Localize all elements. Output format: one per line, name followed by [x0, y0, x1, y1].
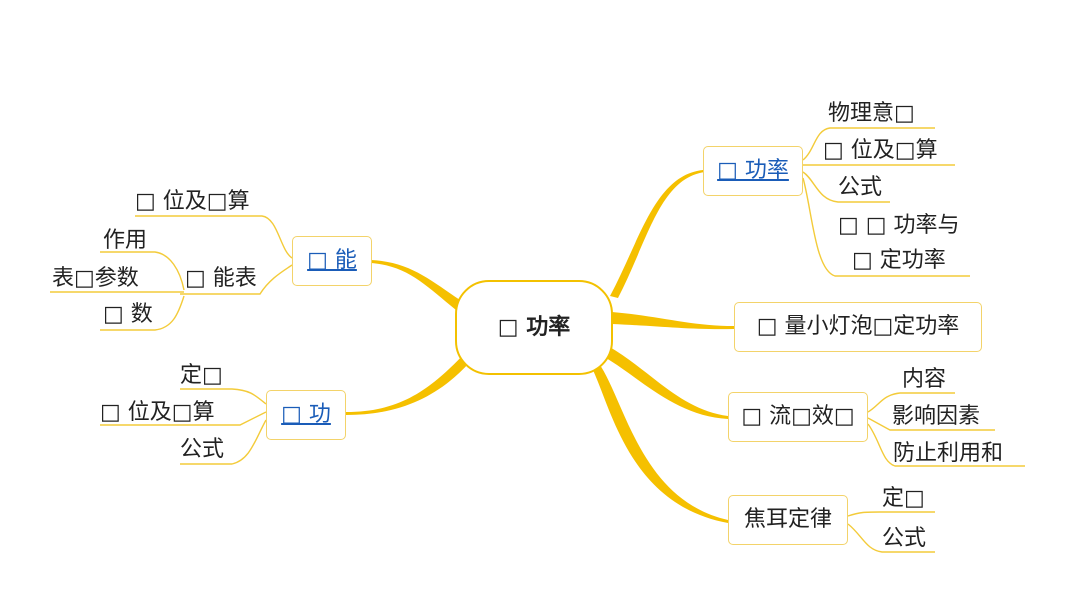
topic-power[interactable]: □ 功率 — [703, 146, 803, 196]
topic-energy-label[interactable]: □ 能 — [307, 248, 357, 273]
power-child-rated: □ 定功率 — [852, 248, 946, 273]
energy-child-meter: □ 能表 — [185, 266, 257, 291]
topic-measure[interactable]: □ 量小灯泡□定功率 — [734, 302, 982, 352]
topic-work[interactable]: □ 功 — [266, 390, 346, 440]
central-topic-label: □ 功率 — [497, 314, 571, 340]
energy-child-unit: □ 位及□算 — [135, 189, 250, 214]
branch-joule — [592, 362, 728, 523]
power-child-meaning: 物理意□ — [828, 101, 915, 126]
topic-joule-label: 焦耳定律 — [743, 507, 832, 532]
branch-power — [610, 170, 705, 298]
branch-work — [346, 352, 470, 415]
topic-heat-label: □ 流□效□ — [741, 404, 855, 429]
meter-child-purpose: 作用 — [103, 228, 148, 253]
meter-child-reading: □ 数 — [103, 302, 153, 327]
branch-measure — [612, 312, 734, 330]
joule-child-definition: 定□ — [882, 486, 925, 511]
work-child-definition: 定□ — [180, 363, 223, 388]
topic-measure-label: □ 量小灯泡□定功率 — [756, 314, 960, 339]
topic-work-label[interactable]: □ 功 — [281, 402, 331, 427]
topic-heat[interactable]: □ 流□效□ — [728, 392, 868, 442]
meter-child-params: 表□参数 — [52, 266, 139, 291]
branch-energy — [371, 260, 460, 310]
work-child-formula: 公式 — [180, 437, 225, 462]
joule-child-formula: 公式 — [882, 526, 927, 551]
power-child-formula: 公式 — [838, 175, 883, 200]
power-child-unit: □ 位及□算 — [823, 138, 938, 163]
heat-child-use: 防止利用和 — [893, 441, 1004, 466]
heat-child-content: 内容 — [902, 367, 947, 392]
work-child-unit: □ 位及□算 — [100, 400, 215, 425]
central-topic[interactable]: □ 功率 — [455, 280, 613, 375]
topic-energy[interactable]: □ 能 — [292, 236, 372, 286]
heat-child-factors: 影响因素 — [892, 404, 981, 429]
branch-heat — [606, 346, 728, 419]
topic-joule[interactable]: 焦耳定律 — [728, 495, 848, 545]
power-child-actual: □ □ 功率与 — [838, 213, 960, 238]
topic-power-label[interactable]: □ 功率 — [717, 158, 789, 183]
